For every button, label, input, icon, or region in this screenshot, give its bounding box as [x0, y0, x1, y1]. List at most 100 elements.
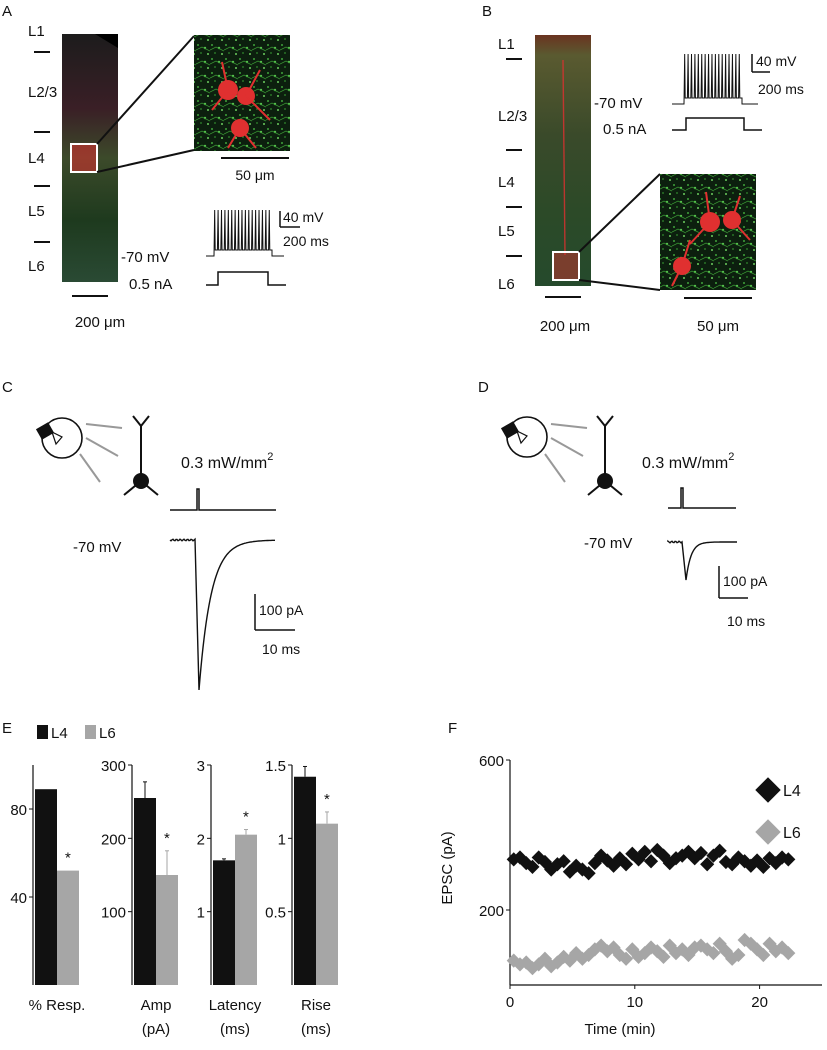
y-tick-label: 0.5	[265, 905, 286, 922]
data-point-l4	[693, 845, 709, 861]
panel-c-scale-i-label: 100 pA	[259, 602, 304, 618]
layer-label: L5	[28, 203, 45, 220]
legend-label-l4: L4	[51, 725, 68, 742]
layer-label: L2/3	[28, 84, 57, 101]
panel-a-neurons	[211, 61, 271, 149]
legend-swatch-l4	[37, 725, 48, 739]
legend-label-l6: L6	[783, 825, 801, 842]
x-tick-label: 20	[751, 994, 768, 1011]
layer-label: L4	[498, 174, 515, 191]
layer-label: L6	[498, 276, 515, 293]
panel-b-scale-label: 200 μm	[540, 318, 590, 335]
x-category-label: Rise	[301, 997, 331, 1014]
data-point-l6	[706, 946, 721, 961]
data-point-l4	[618, 857, 634, 872]
x-tick-label: 10	[626, 994, 643, 1011]
panel-e-legend: L4 L6	[37, 725, 116, 742]
data-point-l4	[756, 859, 771, 874]
bar-l4	[213, 860, 235, 985]
light-bulb-icon	[35, 417, 123, 483]
significance-marker: *	[324, 791, 330, 808]
data-point-l4	[556, 854, 571, 869]
panel-c-light-pulse	[170, 488, 276, 511]
x-category-label: Latency	[209, 997, 262, 1014]
panel-b-zoom-line-bottom	[578, 279, 661, 291]
panel-d-light-pulse	[668, 487, 736, 509]
panel-d: D 0.3 mW/mm2 -70 mV 100 pA 10 ms	[478, 379, 768, 629]
panel-c: C 0.3 mW/mm2 -70 mV 100 pA 10 ms	[2, 379, 304, 691]
panel-b-letter: B	[482, 3, 492, 20]
panel-d-letter: D	[478, 379, 489, 396]
panel-c-scale-t-label: 10 ms	[262, 641, 300, 657]
panel-b-neurons	[671, 191, 751, 287]
panel-a-roi-box	[70, 143, 98, 173]
bar-l4	[35, 789, 57, 985]
panel-b-red-cells	[553, 252, 579, 280]
bar-l6	[57, 870, 79, 985]
panel-b-current-step	[672, 117, 762, 131]
panel-b-spike-trace	[672, 53, 758, 105]
x-axis-label: Time (min)	[584, 1021, 655, 1038]
bar-l4	[294, 776, 316, 985]
bar-l6	[156, 875, 178, 985]
significance-marker: *	[65, 850, 71, 867]
bar-l4	[134, 798, 156, 985]
x-category-label: Amp	[141, 997, 172, 1014]
data-point-l4	[712, 843, 727, 858]
panel-a-current-step	[206, 271, 286, 286]
panel-a-zoom-line-top	[96, 35, 195, 145]
panel-c-letter: C	[2, 379, 13, 396]
data-point-l6	[731, 947, 746, 963]
x-category-label: (ms)	[220, 1021, 250, 1038]
y-tick-label: 40	[10, 890, 27, 907]
data-point-l4	[581, 866, 596, 881]
y-tick-label: 2	[197, 831, 205, 848]
panel-a-scale-t-label: 200 ms	[283, 233, 329, 249]
data-point-l6	[781, 946, 796, 961]
neuron-icon	[123, 415, 159, 496]
panel-f-letter: F	[448, 720, 457, 737]
panel-b-current-label: 0.5 nA	[603, 121, 646, 138]
legend-label-l4: L4	[783, 783, 801, 800]
panel-a-vm-label: -70 mV	[121, 249, 169, 266]
y-axis-label: EPSC (pA)	[439, 831, 456, 904]
layer-label: L1	[28, 23, 45, 40]
panel-c-vm-label: -70 mV	[73, 539, 121, 556]
y-tick-label: 300	[101, 758, 126, 775]
panel-a-zoom-line-bottom	[96, 149, 195, 173]
y-tick-label: 3	[197, 758, 205, 775]
x-category-label: (pA)	[142, 1021, 170, 1038]
layer-label: L4	[28, 150, 45, 167]
panel-d-light-label: 0.3 mW/mm2	[642, 451, 734, 472]
legend-marker-l4	[755, 777, 781, 803]
panel-d-epsc-trace	[667, 539, 737, 581]
panel-b-scale-t-label: 200 ms	[758, 81, 804, 97]
y-tick-label: 1	[278, 831, 286, 848]
panel-b-vm-label: -70 mV	[594, 95, 642, 112]
light-bulb-icon	[500, 416, 588, 483]
panel-e-letter: E	[2, 720, 12, 737]
y-tick-label: 600	[479, 753, 504, 770]
bar-l6	[235, 834, 257, 985]
neuron-icon	[587, 415, 623, 496]
panel-a-image-corner	[62, 34, 118, 48]
panel-b-apical-dendrite	[562, 59, 566, 256]
data-point-l6	[656, 949, 671, 964]
panel-d-vm-label: -70 mV	[584, 535, 632, 552]
panel-a-red-cells	[71, 144, 97, 172]
panel-c-light-label: 0.3 mW/mm2	[181, 451, 273, 472]
legend-label-l6: L6	[99, 725, 116, 742]
data-point-l4	[525, 859, 540, 874]
panel-a-inset-scale-label: 50 μm	[235, 167, 274, 183]
x-tick-label: 0	[506, 994, 514, 1011]
panel-a-letter: A	[2, 3, 12, 20]
data-point-l6	[756, 947, 771, 963]
y-tick-label: 1.5	[265, 758, 286, 775]
